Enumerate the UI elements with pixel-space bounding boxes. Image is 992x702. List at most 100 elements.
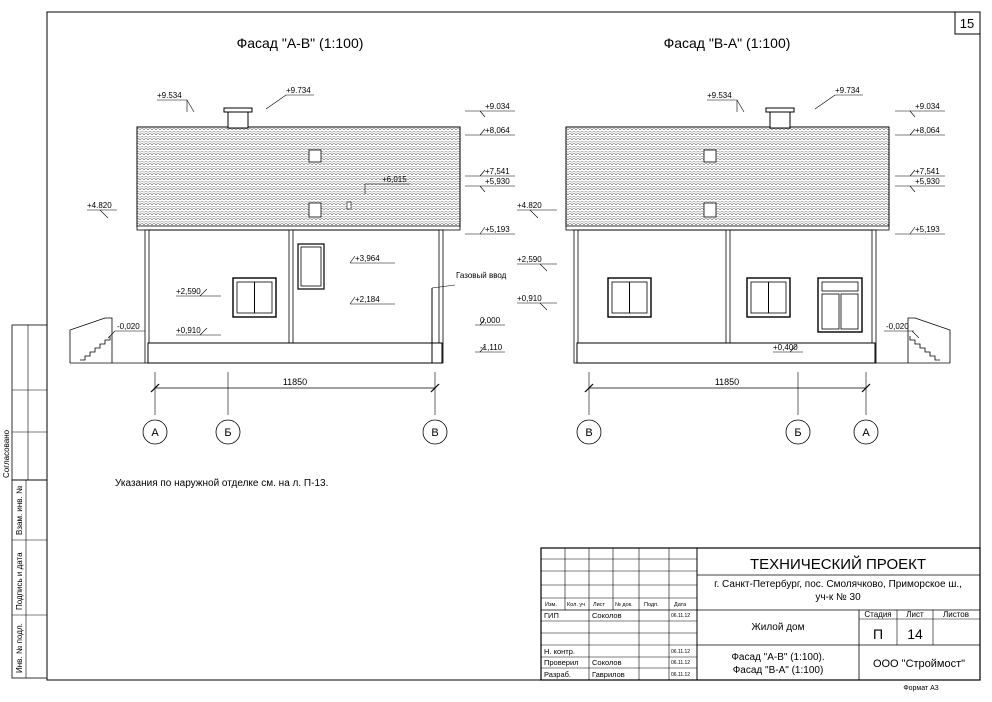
level-mark: +8,064 [915,126,940,135]
facade-right-title: Фасад "В-А" (1:100) [664,35,791,51]
drawing-title-1: Фасад "А-В" (1:100). [731,652,824,663]
dormer-window [308,202,322,218]
axis-marker [215,419,241,445]
person-name: Соколов [592,611,622,620]
sign-date: 06.11.12 [671,660,690,666]
facade-left: Фасад "А-В" (1:100) [69,35,515,445]
stamp-agreed: Согласовано [2,429,11,478]
col-header: Лист [593,602,605,608]
gas-label: Газовый ввод [456,271,507,280]
person-name: Соколов [592,658,622,667]
level-mark: +7,541 [485,167,510,176]
axis-label: Б [224,427,231,439]
plinth [147,342,443,364]
sign-date: 06.11.12 [671,613,690,619]
level-mark: -0,020 [117,322,140,331]
level-mark: +5,193 [485,225,510,234]
dormer-window [308,149,322,163]
level-leaders [517,94,945,353]
axis-label: Б [794,427,801,439]
level-mark: +9.534 [707,91,732,100]
stamp-sign-date: Подпись и дата [15,552,24,610]
address-line-1: г. Санкт-Петербург, пос. Смолячково, При… [714,578,962,590]
sheet-header: Лист [906,610,924,619]
sheet-number: 15 [960,16,974,31]
col-header: Подп. [644,602,659,608]
level-mark: +2,590 [517,255,542,264]
axis-label: В [431,427,438,439]
level-mark: -0,020 [886,322,909,331]
level-mark: +0,910 [176,326,201,335]
wall [147,229,443,344]
title-block-text: ТЕХНИЧЕСКИЙ ПРОЕКТ г. Санкт-Петербург, п… [544,555,969,679]
window [232,277,277,318]
level-mark: +2,184 [355,295,380,304]
level-mark: +7,541 [915,167,940,176]
window [746,277,791,318]
dimension-label: 11850 [283,377,307,387]
level-mark: +4.820 [517,201,542,210]
axis-label: В [585,427,592,439]
col-header: Изм. [545,602,557,608]
sign-date: 06.11.12 [671,649,690,655]
project-type: ТЕХНИЧЕСКИЙ ПРОЕКТ [750,555,926,573]
level-mark: +8,064 [485,126,510,135]
stamp-inv-replace: Взам. инв. № [15,485,24,535]
axis-marker [853,419,879,445]
stage-header: Стадия [864,610,891,619]
col-header: Дата [674,602,687,608]
level-mark: 0,000 [480,316,501,325]
sheet-value: 14 [907,626,923,642]
sign-date: 06.11.12 [671,672,690,678]
level-mark: +3,964 [355,254,380,263]
stamp-inv-orig: Инв. № подл. [15,623,24,673]
finishing-note: Указания по наружной отделке см. на л. П… [115,478,328,489]
roof [136,126,461,228]
sheets-header: Листов [943,610,969,619]
side-stamp: Согласовано Взам. инв. № Подпись и дата … [2,324,48,679]
axis-marker [142,419,168,445]
level-mark: +5,193 [915,225,940,234]
format-label: Формат А3 [903,685,938,692]
level-mark: +2,590 [176,287,201,296]
window [297,243,325,290]
axis-marker [422,419,448,445]
chimney [227,110,249,129]
level-mark: +9.734 [286,86,311,95]
stairs [876,317,951,364]
role-label: ГИП [544,611,559,620]
axis-marker [785,419,811,445]
level-mark: +9.734 [835,86,860,95]
dormer-window [703,202,717,218]
level-mark: +4.820 [87,201,112,210]
axis-label: А [151,427,159,439]
person-name: Гаврилов [592,670,625,679]
sheet-number-box [954,11,981,35]
level-leaders [87,94,515,353]
stage-value: П [873,626,883,642]
role-label: Проверил [544,658,579,667]
stairs [69,317,145,364]
dormer-window [703,149,717,163]
axis-label: А [862,427,870,439]
role-label: Н. контр. [544,647,575,656]
level-mark: +9.534 [157,91,182,100]
facade-right: Фасад "В-А" (1:100) [517,35,951,445]
chimney [769,110,791,129]
level-mark: +6,015 [382,175,407,184]
col-header: Кол. уч [567,602,585,608]
address-line-2: уч-к № 30 [815,592,861,603]
level-mark: +0,910 [517,294,542,303]
roof [565,126,890,228]
level-mark: +0,400 [773,343,798,352]
axis-marker [576,419,602,445]
level-mark: +9.034 [915,102,940,111]
level-mark: +5,930 [915,177,940,186]
plinth [576,342,876,364]
level-mark: +9.034 [485,102,510,111]
level-mark: +5,930 [485,177,510,186]
window [607,277,652,318]
company-name: ООО "Строймост" [873,658,965,670]
door [817,277,863,333]
title-block [540,547,981,681]
